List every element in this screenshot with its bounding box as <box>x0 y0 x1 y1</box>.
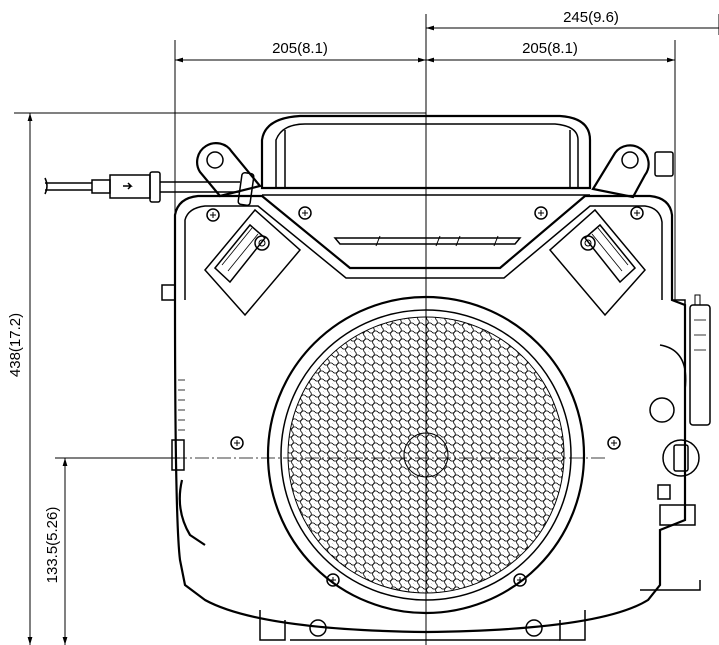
side-detail-left <box>161 284 206 546</box>
dimension-top-left: 205(8.1) <box>272 40 328 57</box>
cylinder-vent-left <box>204 208 302 317</box>
air-cleaner-cover <box>260 114 592 196</box>
bolts <box>206 206 644 587</box>
dimension-labels: 245(9.6) 205(8.1) 205(8.1) 438(17.2) 133… <box>7 9 619 583</box>
lifting-eye-right <box>591 144 674 199</box>
throttle-cable <box>44 171 255 207</box>
upper-slots <box>333 235 522 247</box>
dimension-height-center: 133.5(5.26) <box>44 507 61 584</box>
engine-shroud <box>173 194 687 634</box>
engine-outline <box>44 114 711 641</box>
cylinder-vent-right <box>548 208 646 317</box>
dimension-top-total: 245(9.6) <box>563 9 619 26</box>
dimension-top-right: 205(8.1) <box>522 40 578 57</box>
recoil-fan-grill <box>266 295 586 615</box>
lifting-eye-left <box>196 142 262 198</box>
dimension-height-total: 438(17.2) <box>7 313 24 377</box>
choke-and-controls <box>649 294 711 526</box>
engine-base <box>259 580 701 641</box>
